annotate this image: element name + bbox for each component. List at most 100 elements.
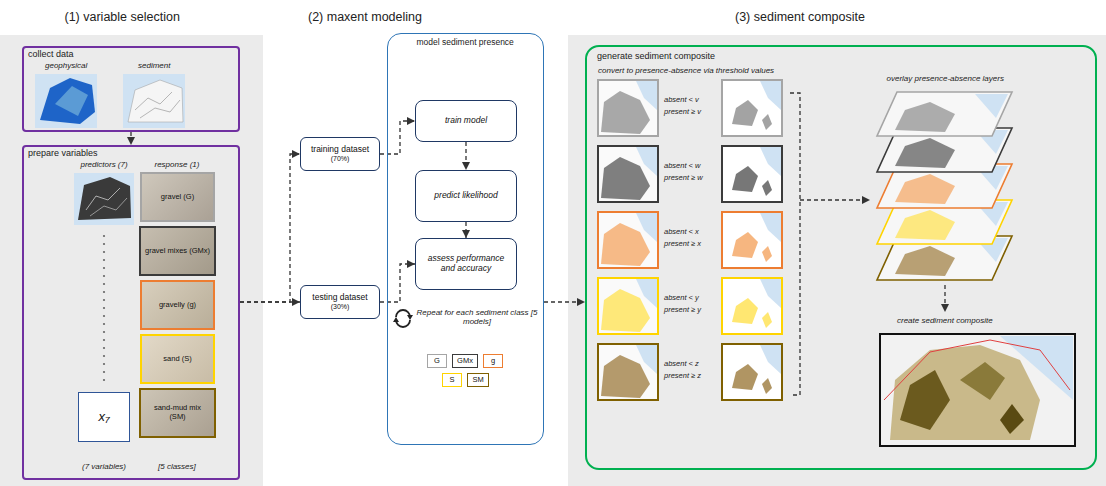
presence-shape <box>762 246 772 262</box>
ellipsis-dot <box>103 331 105 333</box>
ellipsis-dot <box>103 235 105 237</box>
ellipsis-dot <box>103 339 105 341</box>
ellipsis-dot <box>103 323 105 325</box>
sediment-map-line <box>140 100 180 118</box>
presence-shape <box>732 364 758 390</box>
process-box: predict likelihood <box>415 170 517 222</box>
water-area <box>975 94 1008 118</box>
group-box: prepare variablespredictors (7)response … <box>22 145 240 480</box>
box-text: assess performance and accuracy <box>421 254 511 274</box>
box-text: predict likelihood <box>434 191 497 201</box>
water-area <box>760 81 781 110</box>
grey-panel <box>568 35 1106 486</box>
ellipsis-dot <box>103 347 105 349</box>
likelihood-shape <box>601 91 650 134</box>
box-subtext: [5 classes] <box>158 462 196 471</box>
box-text: GMx <box>457 357 473 366</box>
model-group: model sediment presenceRepeat for each s… <box>387 33 544 445</box>
box-subtext: predictors (7) <box>81 160 128 169</box>
water-area <box>760 279 781 308</box>
ellipsis-dot <box>103 355 105 357</box>
dashed-connector <box>380 121 415 154</box>
box-subtext: sediment <box>138 61 170 70</box>
presence-image <box>722 146 782 202</box>
water-area <box>760 345 781 374</box>
presence-shape <box>762 180 772 196</box>
ellipsis-dot <box>103 243 105 245</box>
presence-shape <box>762 378 772 394</box>
annotation-text: absent < z <box>664 360 699 369</box>
sediment-tile: gravelly (g) <box>140 280 215 330</box>
sediment-tile: gravel mixes (GMx) <box>139 226 216 276</box>
water-area <box>760 213 781 242</box>
bathymetry-shape <box>40 78 95 124</box>
dashed-connector <box>465 222 466 238</box>
box-text: gravel (G) <box>161 193 194 202</box>
layer-shape <box>895 210 955 240</box>
box-text: sand (S) <box>163 355 191 364</box>
layer-shape <box>895 174 955 204</box>
annotation-text: absent < v <box>664 96 699 105</box>
class-tag: GMx <box>452 354 478 369</box>
ellipsis-dot <box>103 259 105 261</box>
sediment-tile: sand-mud mix (SM) <box>139 388 216 438</box>
variable-box: x₇ <box>78 392 130 442</box>
annotation-text: present ≥ w <box>664 174 703 183</box>
grey-panel <box>0 35 263 486</box>
layer-shape <box>895 246 955 276</box>
ellipsis-dot <box>103 251 105 253</box>
annotation-text: absent < y <box>664 294 699 303</box>
sediment-map-shape <box>128 80 183 122</box>
coastline <box>884 340 1070 400</box>
box-text: x₇ <box>98 410 109 425</box>
presence-shape <box>732 100 758 126</box>
sediment-tile: gravel (G) <box>140 172 215 222</box>
section-heading: (1) variable selection <box>65 10 180 24</box>
box-text: generate sediment composite <box>597 51 715 61</box>
ellipsis-dot <box>103 299 105 301</box>
class-tag: g <box>483 354 503 369</box>
group-box: collect datageophysicalsediment <box>22 46 240 132</box>
terrain-shape <box>78 177 131 220</box>
annotation-text: absent < w <box>664 162 700 171</box>
box-text: g <box>491 357 495 366</box>
likelihood-shape <box>601 289 650 332</box>
geophysical-image <box>35 74 97 128</box>
box-subtext: (7 variables) <box>82 462 126 471</box>
annotation-text: present ≥ x <box>664 240 701 249</box>
composite-shape <box>890 345 1040 440</box>
sediment-map-line <box>135 92 172 110</box>
annotation-text: overlay presence-absence layers <box>887 74 1004 83</box>
dashed-connector <box>240 301 300 302</box>
dashed-connector <box>240 154 300 302</box>
bathymetry-shape <box>55 86 88 116</box>
likelihood-image <box>598 146 658 202</box>
presence-shape <box>732 232 758 258</box>
ellipsis-dot <box>103 307 105 309</box>
box-text: sand-mud mix (SM) <box>145 404 210 421</box>
likelihood-shape <box>601 223 650 266</box>
class-tag: SM <box>467 373 489 388</box>
terrain-line <box>90 198 127 216</box>
sediment-image <box>123 74 185 128</box>
class-tag: S <box>442 373 462 388</box>
layer-shape <box>895 102 955 132</box>
arrow-head <box>862 196 870 204</box>
box-subtext: response (1) <box>155 160 200 169</box>
ellipsis-dot <box>103 363 105 365</box>
section-heading: (3) sediment composite <box>735 10 865 24</box>
box-subtext: geophysical <box>45 61 87 70</box>
box-text: G <box>434 357 440 366</box>
ellipsis-dot <box>103 291 105 293</box>
box-text: training dataset <box>311 145 369 155</box>
annotation-text: present ≥ y <box>664 306 701 315</box>
presence-shape <box>762 114 772 130</box>
likelihood-image <box>598 80 658 136</box>
annotation-text: create sediment composite <box>897 316 993 325</box>
section-heading: (2) maxent modeling <box>308 10 422 24</box>
class-tag: G <box>427 354 447 369</box>
box-text: gravel mixes (GMx) <box>145 247 210 256</box>
likelihood-image <box>598 344 658 400</box>
ellipsis-dot <box>103 371 105 373</box>
